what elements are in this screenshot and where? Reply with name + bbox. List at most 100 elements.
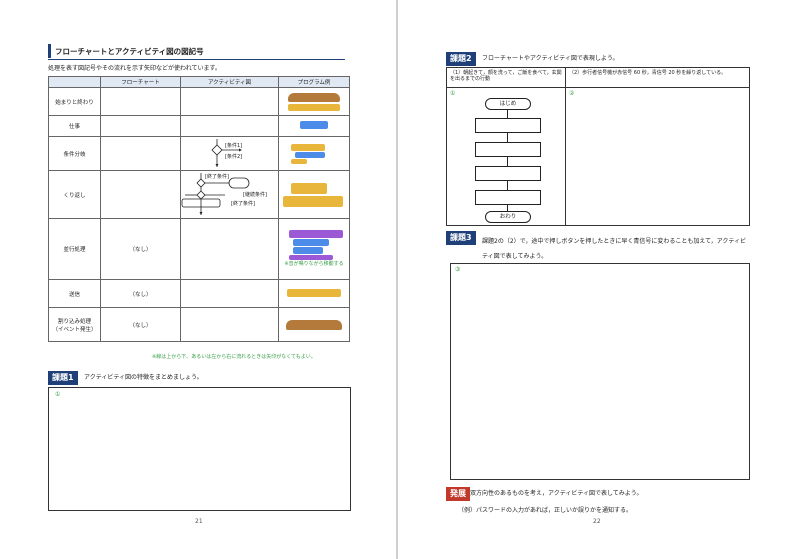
task1-answer-box[interactable]: ① xyxy=(48,387,351,511)
flow-process-box-3[interactable] xyxy=(475,166,541,181)
row-label: 始まりと終わり xyxy=(48,87,101,116)
task1-mark: ① xyxy=(55,391,61,398)
advanced-text: 双方向性のあるものを考え，アクティビティ図で表してみよう。 xyxy=(470,490,643,497)
scratch-block-icon xyxy=(300,121,328,129)
table-row: 割り込み処理 （イベント発生） （なし） xyxy=(48,307,350,342)
section-rule xyxy=(48,59,345,60)
flow-cell xyxy=(100,170,181,219)
task3-mark: ③ xyxy=(455,266,461,273)
flow-connector xyxy=(507,181,508,190)
program-cell xyxy=(278,170,350,219)
flow-cell: （なし） xyxy=(100,279,181,308)
table-header: アクティビティ図 xyxy=(180,76,279,88)
flow-start-terminal: はじめ xyxy=(485,98,531,110)
activity-cell xyxy=(180,218,279,280)
table-header: フローチャート xyxy=(100,76,181,88)
task2-text: フローチャートやアクティビティ図で表現しよう。 xyxy=(482,55,619,62)
loop-continue-label: [継続条件] xyxy=(243,192,267,198)
page-number: 22 xyxy=(593,518,601,525)
flow-cell xyxy=(100,87,181,116)
table-footnote: ※線は上から下、あるいは左から右に流れるときは矢印がなくてもよい。 xyxy=(152,354,316,360)
scratch-block-icon xyxy=(289,255,333,261)
task2-mark-1: ① xyxy=(450,90,456,97)
table-row: 始まりと終わり xyxy=(48,87,350,116)
scratch-block-icon xyxy=(291,158,307,164)
flow-process-box-4[interactable] xyxy=(475,190,541,205)
activity-cell xyxy=(180,87,279,116)
row-label: くり返し xyxy=(48,170,101,219)
intro-text: 処理を表す図記号やその流れを示す矢印などが使われています。 xyxy=(48,65,221,72)
section-bar xyxy=(48,44,51,58)
program-cell xyxy=(278,87,350,116)
activity-cell xyxy=(180,279,279,308)
row-label: 条件分岐 xyxy=(48,136,101,171)
activity-cell: [終了条件] [継続条件] [終了条件] xyxy=(180,170,279,219)
header-divider xyxy=(447,87,749,88)
task1-text: アクティビティ図の特徴をまとめましょう。 xyxy=(84,374,203,381)
flow-cell: （なし） xyxy=(100,307,181,342)
parallel-note: ※音が鳴りながら移動する xyxy=(284,261,344,268)
table-row: 仕事 xyxy=(48,115,350,137)
program-cell xyxy=(278,307,350,342)
flow-process-box-2[interactable] xyxy=(475,142,541,157)
flow-connector xyxy=(507,110,508,118)
scratch-block-icon xyxy=(287,288,341,297)
task2-col1-header: （1）朝起きて，顔を洗って，ご飯を食べて，玄関を出るまでの行動 xyxy=(450,70,562,83)
scratch-block-icon xyxy=(283,195,343,207)
row-label: 並行処理 xyxy=(48,218,101,280)
row-label: 割り込み処理 （イベント発生） xyxy=(48,307,101,342)
cond2-label: [条件2] xyxy=(225,154,243,160)
row-label: 送信 xyxy=(48,279,101,308)
activity-cell: [条件1] [条件2] xyxy=(180,136,279,171)
task3-text: 課題2の（2）で，途中で押しボタンを押したときに早く青信号に変わることも加えて，… xyxy=(482,238,747,260)
table-row: 並行処理 （なし） ※音が鳴りながら移動する xyxy=(48,218,350,280)
task2-col2-header: （2）歩行者信号機が赤信号 60 秒，青信号 20 秒を繰り返している。 xyxy=(569,70,727,76)
table-header: プログラム例 xyxy=(278,76,350,88)
table-header xyxy=(48,76,101,88)
program-cell xyxy=(278,279,350,308)
flow-cell xyxy=(100,136,181,171)
task2-mark-2: ② xyxy=(569,90,575,97)
scratch-block-icon xyxy=(289,230,343,239)
flow-connector xyxy=(507,133,508,142)
table-header-row: フローチャート アクティビティ図 プログラム例 xyxy=(48,76,350,88)
table-row: 送信 （なし） xyxy=(48,279,350,308)
task2-table: （1）朝起きて，顔を洗って，ご飯を食べて，玄関を出るまでの行動 （2）歩行者信号… xyxy=(446,67,750,226)
loop-end-label-2: [終了条件] xyxy=(231,201,255,207)
page-gutter xyxy=(396,0,398,559)
task2-badge: 課題2 xyxy=(446,52,476,66)
symbol-table: フローチャート アクティビティ図 プログラム例 始まりと終わり 仕事 条件分岐 xyxy=(48,76,350,342)
program-cell: ※音が鳴りながら移動する xyxy=(278,218,350,280)
table-row: 条件分岐 [条件1] [条件2] xyxy=(48,136,350,171)
page-number: 21 xyxy=(195,518,203,525)
scratch-block-icon xyxy=(293,247,323,255)
program-cell xyxy=(278,136,350,171)
program-cell xyxy=(278,115,350,137)
loop-end-label: [終了条件] xyxy=(205,174,229,180)
flow-cell: （なし） xyxy=(100,218,181,280)
task3-answer-box[interactable]: ③ xyxy=(450,263,750,480)
column-divider xyxy=(565,68,566,225)
cond1-label: [条件1] xyxy=(225,143,243,149)
section-title: フローチャートとアクティビティ図の図記号 xyxy=(55,47,204,56)
advanced-badge: 発展 xyxy=(446,487,470,501)
loop-diagram-icon xyxy=(181,173,250,215)
flow-connector xyxy=(507,157,508,166)
task3-badge: 課題3 xyxy=(446,231,476,245)
left-page: フローチャートとアクティビティ図の図記号 処理を表す図記号やその流れを示す矢印な… xyxy=(0,0,396,559)
row-label: 仕事 xyxy=(48,115,101,137)
scratch-block-icon xyxy=(288,103,340,111)
table-row: くり返し [終了条件] [継続条件] [終了条 xyxy=(48,170,350,219)
right-page: 課題2 フローチャートやアクティビティ図で表現しよう。 （1）朝起きて，顔を洗っ… xyxy=(398,0,794,559)
scratch-block-icon xyxy=(288,92,340,102)
scratch-block-icon xyxy=(291,182,327,194)
advanced-example: （例）パスワードの入力があれば，正しいか誤りかを通知する。 xyxy=(458,507,633,514)
task1-badge: 課題1 xyxy=(48,371,78,385)
scratch-block-icon xyxy=(286,319,342,330)
flow-connector xyxy=(507,205,508,211)
activity-cell xyxy=(180,307,279,342)
branch-diamond-icon xyxy=(211,139,242,167)
flow-process-box-1[interactable] xyxy=(475,118,541,133)
scratch-block-icon xyxy=(295,151,325,158)
activity-cell xyxy=(180,115,279,137)
